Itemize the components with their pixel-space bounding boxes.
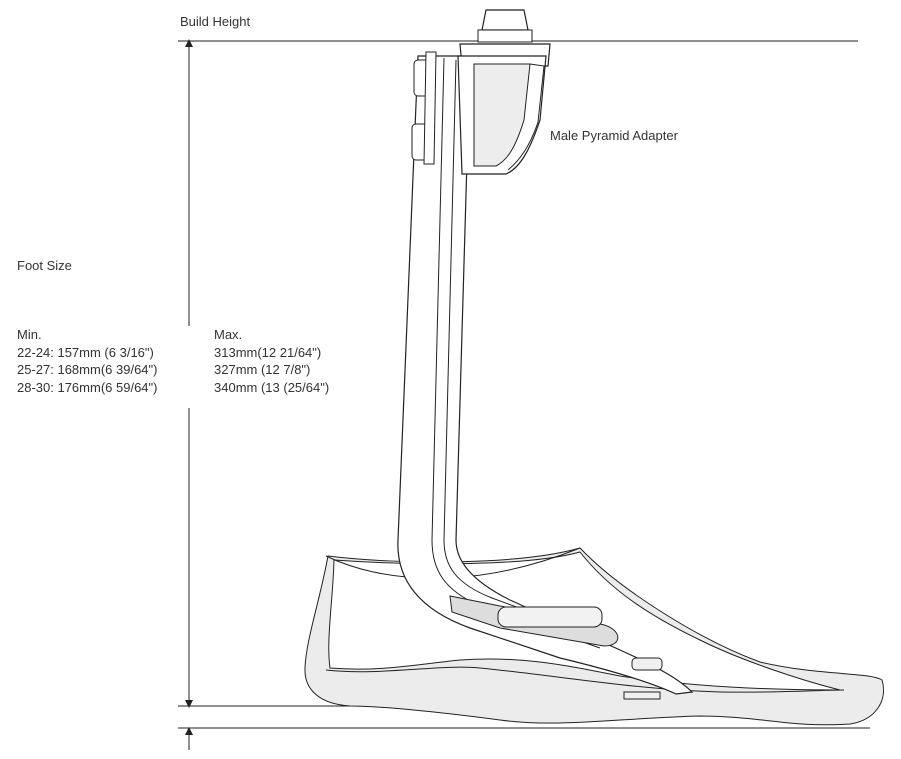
min-size-row: 22-24: 157mm (6 3/16") [17, 344, 154, 360]
min-size-column: Min. 22-24: 157mm (6 3/16") 25-27: 168mm… [17, 326, 157, 396]
sole-plate [623, 691, 661, 700]
max-size-row: 340mm (13 (25/64") [214, 379, 330, 395]
male-pyramid-adapter-label: Male Pyramid Adapter [550, 128, 678, 143]
adapter-housing-side [507, 63, 545, 171]
min-heading: Min. [17, 327, 42, 342]
toe-bumper [631, 657, 663, 671]
max-size-row: 327mm (12 7/8") [214, 362, 311, 377]
foot-sole-line [325, 666, 845, 693]
foot-size-label: Foot Size [17, 258, 72, 273]
pyramid-adapter-cap [481, 9, 529, 31]
max-heading: Max. [214, 327, 243, 342]
max-size-row: 313mm(12 21/64") [214, 344, 322, 360]
max-size-column: Max. 313mm(12 21/64") 327mm (12 7/8") 34… [214, 326, 329, 396]
min-size-row: 28-30: 176mm(6 59/64") [17, 379, 158, 395]
build-height-label: Build Height [180, 14, 251, 29]
clamp-plate [423, 51, 437, 165]
carbon-blade-inner-line-2 [443, 59, 613, 643]
heel-spring-pad [497, 606, 603, 628]
adapter-housing-inner [473, 63, 531, 167]
min-size-row: 25-27: 168mm(6 39/64") [17, 362, 158, 377]
pyramid-adapter-neck [477, 29, 533, 43]
